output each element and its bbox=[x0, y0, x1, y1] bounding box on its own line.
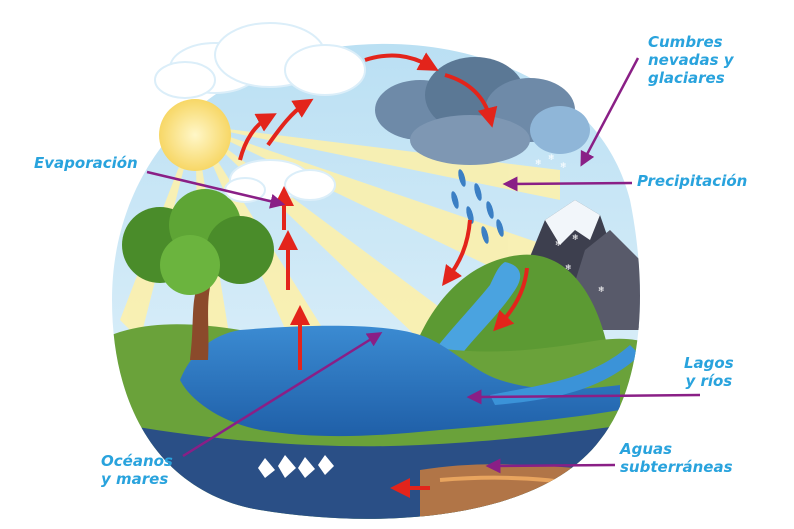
fish-group bbox=[258, 455, 334, 478]
label-lagos-line1: Lagos bbox=[684, 354, 734, 372]
svg-text:❄: ❄ bbox=[555, 239, 562, 248]
label-aguas: Aguas subterráneas bbox=[620, 440, 733, 476]
label-lagos: Lagos y ríos bbox=[684, 354, 734, 390]
pointer-evaporacion bbox=[146, 170, 286, 209]
rain-cloud bbox=[375, 57, 590, 165]
tree bbox=[122, 189, 274, 360]
runoff-arrow bbox=[493, 267, 529, 332]
label-oceanos-line2: y mares bbox=[101, 470, 169, 488]
rain-drops bbox=[451, 169, 504, 244]
cycle-arrows bbox=[238, 52, 529, 370]
ocean bbox=[180, 325, 620, 437]
label-aguas-line2: subterráneas bbox=[620, 458, 733, 476]
svg-text:❄: ❄ bbox=[598, 285, 605, 294]
label-aguas-line1: Aguas bbox=[620, 440, 673, 458]
pointer-oceanos bbox=[182, 332, 383, 458]
svg-text:❄: ❄ bbox=[548, 153, 555, 162]
white-cloud-top bbox=[154, 22, 366, 99]
label-cumbres-line2: nevadas y bbox=[648, 51, 734, 69]
snowflakes: ❄ ❄ ❄ ❄ ❄ ❄ ❄ bbox=[535, 153, 605, 294]
cloud-arrow-1 bbox=[238, 113, 277, 161]
pointer-lagos bbox=[466, 389, 701, 405]
label-precipitacion: Precipitación bbox=[637, 172, 748, 190]
pointer-lines bbox=[146, 57, 701, 474]
cloud-arrow-2 bbox=[266, 98, 314, 147]
svg-text:❄: ❄ bbox=[560, 161, 567, 170]
label-cumbres-line3: glaciares bbox=[648, 69, 725, 87]
cloud-arrow-3 bbox=[364, 52, 439, 71]
svg-text:❄: ❄ bbox=[572, 233, 579, 242]
label-cumbres: Cumbres nevadas y glaciares bbox=[648, 33, 734, 87]
cloud-arrow-4 bbox=[444, 73, 498, 128]
svg-text:❄: ❄ bbox=[535, 158, 542, 167]
svg-text:❄: ❄ bbox=[565, 263, 572, 272]
label-oceanos: Océanos y mares bbox=[101, 452, 173, 488]
white-cloud-low bbox=[224, 159, 336, 203]
label-oceanos-line1: Océanos bbox=[101, 452, 173, 470]
label-evaporacion: Evaporación bbox=[34, 154, 138, 172]
pointer-aguas bbox=[485, 458, 616, 474]
label-cumbres-line1: Cumbres bbox=[648, 33, 723, 51]
rain-arrow bbox=[442, 219, 472, 287]
pointer-precipitacion bbox=[502, 176, 633, 192]
waterfall bbox=[420, 262, 521, 370]
pointer-cumbres bbox=[580, 57, 640, 167]
river bbox=[490, 345, 640, 405]
label-lagos-line2: y ríos bbox=[685, 372, 733, 390]
sun bbox=[159, 99, 231, 171]
